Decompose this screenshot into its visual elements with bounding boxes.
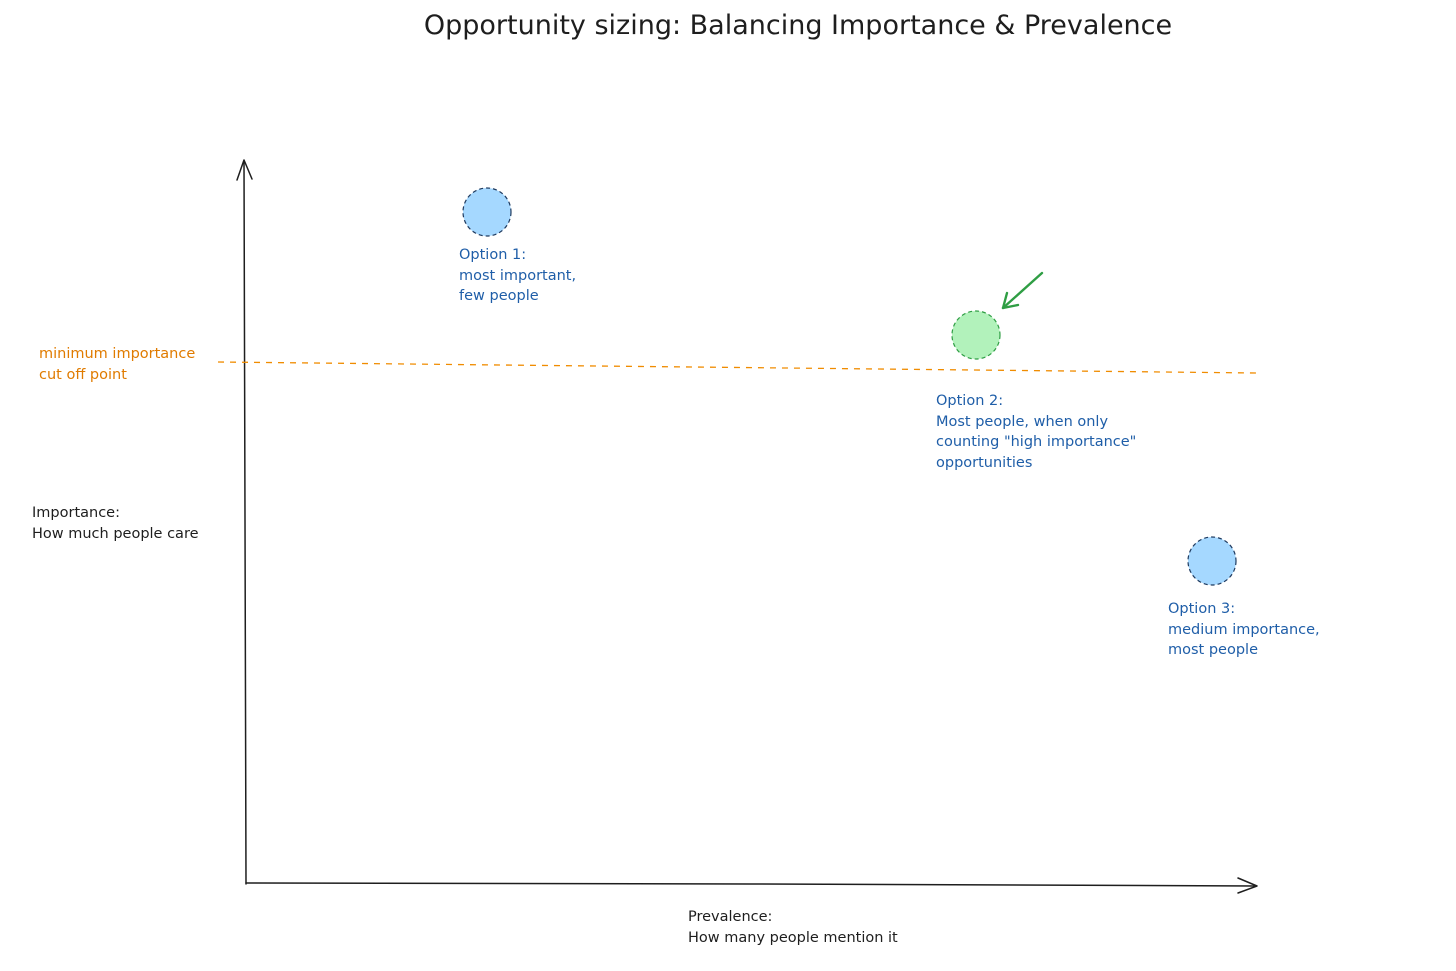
option-2-marker — [951, 310, 1001, 360]
y-axis-line — [243, 161, 247, 885]
y-axis-arrowhead — [236, 159, 253, 181]
option-2-label: Option 2: Most people, when only countin… — [936, 393, 1137, 471]
highlight-arrow — [1001, 271, 1044, 310]
diagram-title: Opportunity sizing: Balancing Importance… — [423, 10, 1173, 41]
x-axis-label: Prevalence: How many people mention it — [688, 909, 898, 946]
threshold-line — [217, 361, 1259, 374]
highlight-arrow-head — [1001, 291, 1020, 310]
option-1-marker — [462, 187, 512, 237]
threshold-label: minimum importance cut off point — [39, 346, 196, 383]
option-3-marker — [1187, 536, 1237, 586]
x-axis-line — [245, 882, 1257, 887]
option-3-label: Option 3: medium importance, most people — [1168, 601, 1320, 658]
y-axis-label: Importance: How much people care — [32, 505, 199, 542]
option-1-label: Option 1: most important, few people — [459, 247, 577, 304]
x-axis-arrowhead — [1237, 877, 1258, 894]
